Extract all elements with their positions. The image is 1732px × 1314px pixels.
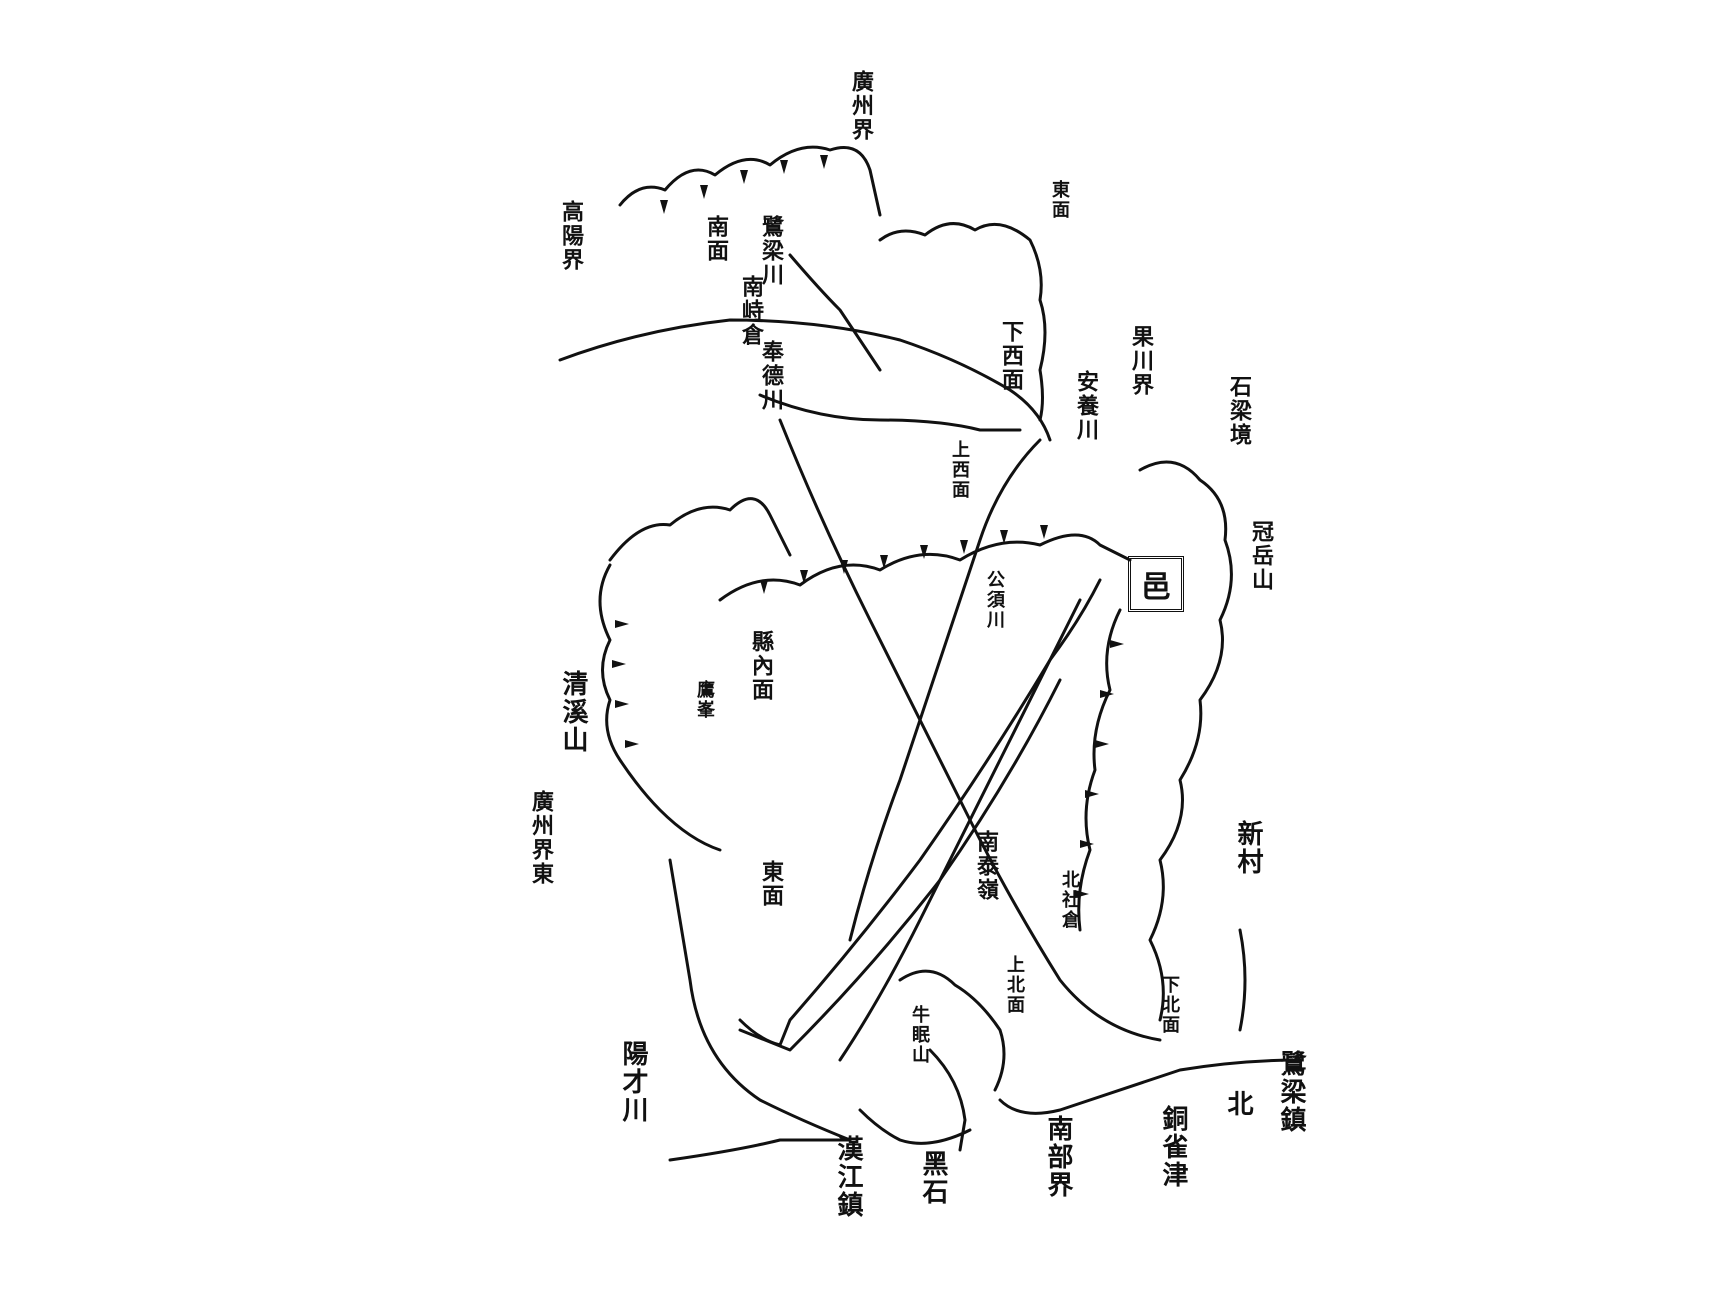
mountain-ridge-south-2 (928, 1048, 967, 1152)
river-branch-north (788, 253, 882, 372)
river-east-stream (1238, 928, 1247, 1032)
mountain-ridge-central (718, 533, 1132, 602)
label-heukseok: 黑石 (918, 1150, 948, 1206)
label-yeonsu: 下西面 (998, 320, 1024, 392)
label-gwangju-east: 廣州界東 (528, 790, 554, 886)
mountain-ridge-northeast (878, 222, 1047, 422)
mountain-ridge-east-inner (1077, 608, 1122, 932)
hatch-marks-west (612, 620, 639, 748)
boundary-left (668, 1138, 852, 1162)
label-nambu: 南部界 (1043, 1115, 1073, 1199)
mountain-ridge-east (1138, 460, 1233, 1022)
river-anyang (848, 438, 1042, 942)
river-diagonal-1 (778, 418, 1162, 1042)
label-south-myeon: 南面 (703, 215, 729, 263)
label-top-corner: 廣州界 (848, 70, 874, 142)
river-hangang-2 (738, 678, 1062, 1052)
label-north: 北 (1223, 1090, 1253, 1118)
label-gwanak: 冠岳山 (1248, 520, 1274, 592)
label-east-river: 新村 (1233, 820, 1263, 876)
label-cheonggye: 清溪山 (558, 670, 588, 754)
hatch-marks-east (1075, 640, 1124, 898)
label-gwacheon-border: 果川界 (1128, 325, 1154, 397)
seal-character: 邑 (1141, 570, 1171, 605)
label-west-border: 高陽界 (558, 200, 584, 272)
mountain-ridge-north (618, 145, 882, 217)
label-myeon-inner: 縣內面 (748, 630, 774, 702)
label-jeongsu: 鷹峯 (694, 680, 715, 720)
mountain-ridge-west (608, 497, 792, 562)
river-main (558, 318, 1052, 442)
label-anyang: 安養川 (1073, 370, 1099, 442)
label-namtae: 南泰嶺 (973, 830, 999, 902)
mountain-ridge-west-2 (598, 563, 722, 852)
river-branch-west (758, 393, 1022, 432)
mountain-ridge-south (898, 969, 1006, 1092)
label-dong-myeon: 東面 (758, 860, 784, 908)
label-bottom-left: 陽才川 (618, 1040, 648, 1124)
river-hangang (738, 578, 1102, 1047)
label-sangbuk: 上北面 (1004, 955, 1025, 1015)
label-dongjak: 銅雀津 (1158, 1105, 1188, 1189)
label-gongsu: 公須川 (984, 570, 1005, 630)
river-diagonal-2 (838, 598, 1082, 1062)
label-upper-west: 上西面 (949, 440, 970, 500)
hatch-marks-north (660, 155, 828, 214)
label-noryang-jin: 鷺梁鎮 (1276, 1050, 1306, 1134)
river-south (998, 1058, 1302, 1115)
boundary-south (858, 1108, 972, 1145)
label-buksa: 北社倉 (1059, 870, 1080, 930)
label-south-cheon: 南峙倉 (738, 275, 764, 347)
label-east-sang-myeon: 東面 (1049, 180, 1070, 220)
label-habuk: 下北面 (1159, 975, 1180, 1035)
county-seat-seal: 邑 (1128, 556, 1184, 612)
label-seokseok: 石梁境 (1226, 375, 1252, 447)
label-ubeom: 牛眠山 (909, 1005, 930, 1065)
river-southwest (668, 858, 852, 1142)
label-rivers-top: 鷺梁川 (758, 215, 784, 287)
label-bongdeok: 奉德川 (758, 340, 784, 412)
label-hangang: 漢江鎮 (833, 1135, 863, 1219)
